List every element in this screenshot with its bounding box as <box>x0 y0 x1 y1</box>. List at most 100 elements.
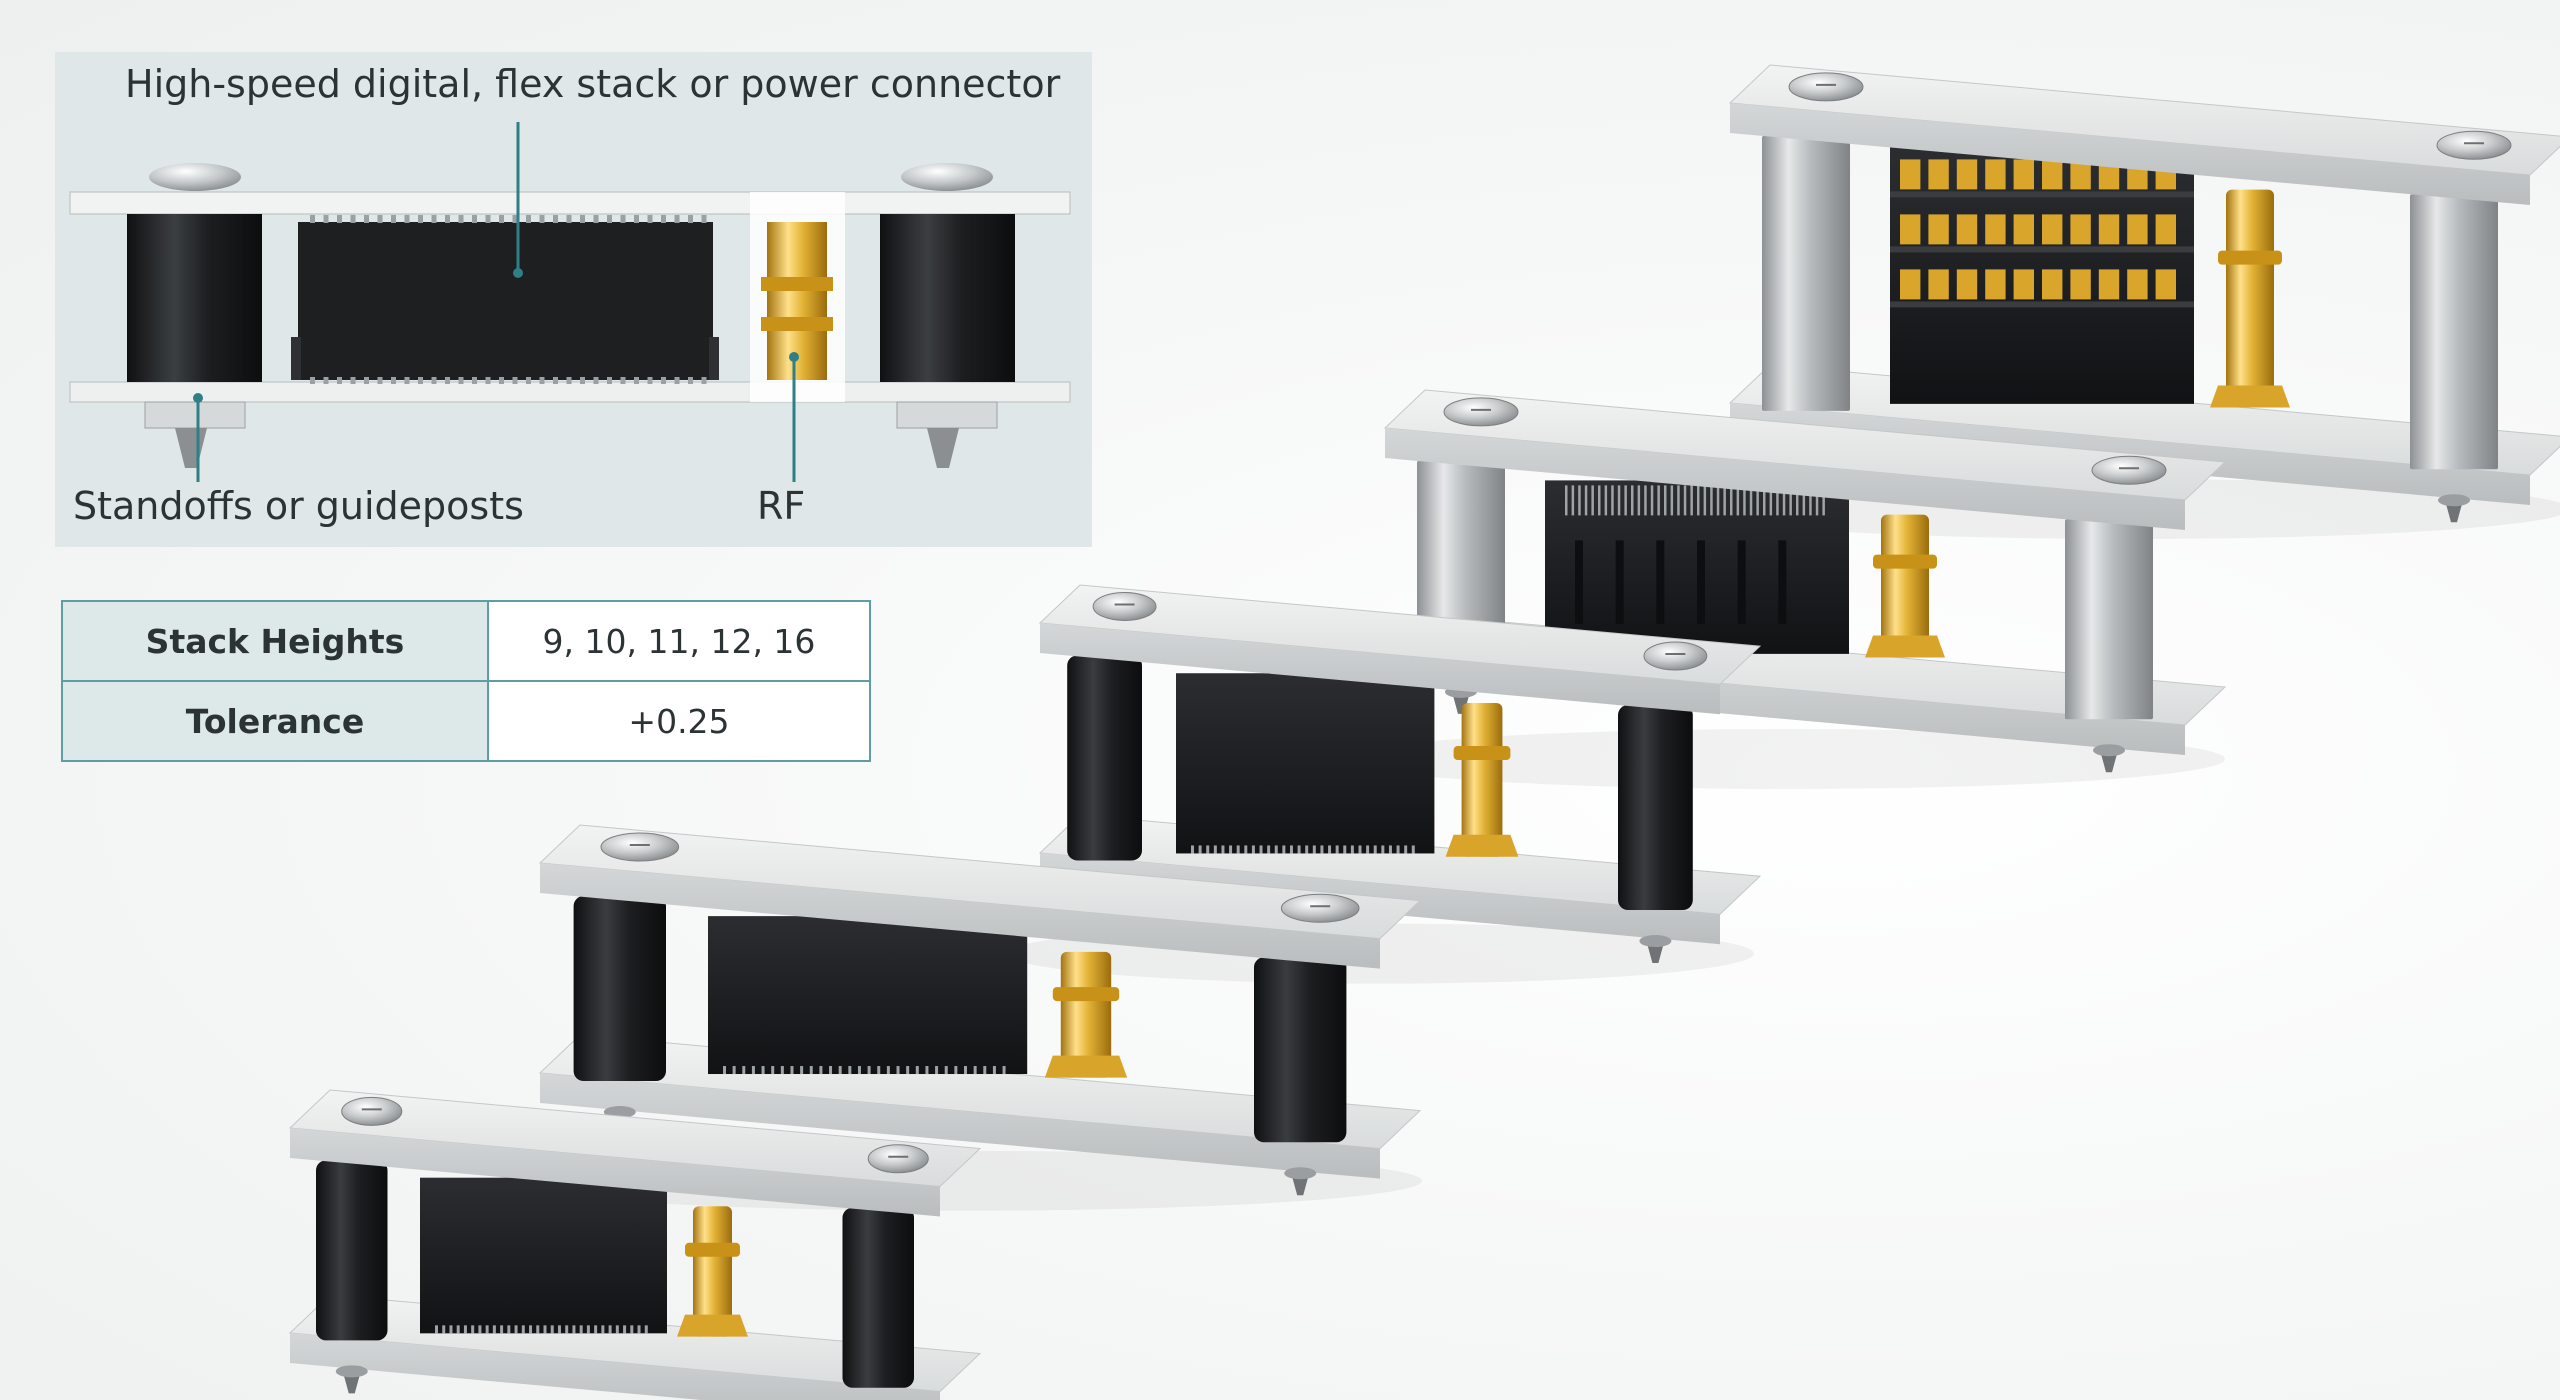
left-standoff <box>127 214 262 382</box>
pin <box>637 1325 641 1334</box>
pin <box>644 1325 648 1334</box>
pin <box>1956 214 1978 245</box>
pin <box>838 1066 842 1075</box>
pin <box>1328 845 1332 854</box>
pin <box>1716 485 1720 516</box>
pin <box>1769 485 1773 516</box>
pin <box>1928 269 1949 300</box>
pin <box>1928 159 1949 190</box>
leader-dot-icon <box>789 352 799 362</box>
pin <box>1776 485 1779 516</box>
pin <box>507 1325 511 1334</box>
pin <box>732 1066 736 1075</box>
screw-head-icon <box>341 1096 403 1126</box>
pin <box>1743 485 1746 516</box>
pin <box>1297 845 1301 854</box>
pin <box>1259 845 1263 854</box>
pin <box>2013 159 2034 190</box>
top-board-edge <box>540 863 1380 969</box>
screw-head-icon <box>1643 641 1708 671</box>
standoff <box>316 1160 388 1341</box>
pin <box>1565 485 1568 516</box>
rf-base <box>2210 385 2290 408</box>
pin <box>1956 159 1978 190</box>
pin <box>2098 269 2120 300</box>
pin <box>1274 845 1278 854</box>
pin <box>2042 269 2063 300</box>
pin <box>456 1325 460 1334</box>
pin <box>1335 845 1339 854</box>
pin <box>2155 214 2176 245</box>
pin <box>1677 485 1680 516</box>
pin <box>848 1066 852 1075</box>
standoffs-callout: Standoffs or guideposts <box>73 484 524 528</box>
pin <box>2127 214 2148 245</box>
pin <box>478 1325 482 1334</box>
table-row: Tolerance +0.25 <box>61 680 871 762</box>
connector <box>708 916 1028 1075</box>
rf-connector <box>1881 514 1929 658</box>
assembly-16mm <box>1690 64 2560 539</box>
pin <box>1789 485 1792 516</box>
screw-head-icon <box>600 832 680 862</box>
right-screw-head-icon <box>901 163 993 191</box>
pin <box>615 1325 619 1334</box>
pin <box>925 1066 929 1075</box>
pin <box>1782 485 1786 516</box>
standoff <box>1254 957 1347 1143</box>
tolerance-value: +0.25 <box>487 680 871 762</box>
bottom-board <box>69 381 1071 403</box>
pin <box>1928 214 1949 245</box>
pin <box>1411 845 1415 854</box>
pin <box>1900 269 1921 300</box>
rib <box>1575 540 1583 624</box>
pin <box>1611 485 1614 516</box>
pin <box>1404 845 1408 854</box>
pin <box>1900 214 1921 245</box>
rf-callout: RF <box>757 484 806 528</box>
pin <box>1206 845 1210 854</box>
stack-heights-label: Stack Heights <box>61 600 489 682</box>
pin <box>1802 485 1806 516</box>
pin <box>2042 214 2063 245</box>
standoff <box>842 1207 914 1388</box>
right-nut <box>896 401 998 429</box>
pin <box>601 1325 605 1334</box>
pin <box>1670 485 1674 516</box>
shadow <box>1345 729 2225 789</box>
pin <box>992 1066 996 1075</box>
washer <box>2093 744 2125 757</box>
connector <box>1176 673 1435 854</box>
rf-connector <box>693 1206 732 1337</box>
bottom-board-edge <box>290 1333 940 1400</box>
pin <box>1624 485 1627 516</box>
pin <box>1683 485 1687 516</box>
standoff <box>2410 194 2498 470</box>
standoff <box>1067 655 1142 861</box>
pin <box>829 1066 833 1075</box>
pin <box>1591 485 1594 516</box>
connector-callout: High-speed digital, flex stack or power … <box>125 62 1061 106</box>
pin <box>1289 845 1293 854</box>
pin <box>1900 159 1921 190</box>
pin <box>1815 485 1819 516</box>
pin <box>521 1325 525 1334</box>
screw-head-icon <box>867 1144 929 1174</box>
table-row: Stack Heights 9, 10, 11, 12, 16 <box>61 600 871 682</box>
pin <box>572 1325 576 1334</box>
pin <box>623 1325 627 1334</box>
pin <box>586 1325 590 1334</box>
assembly-9mm <box>288 1089 982 1400</box>
pin <box>435 1325 438 1334</box>
pin <box>557 1325 561 1334</box>
top-board-top-face <box>1383 389 2227 501</box>
standoff <box>573 896 666 1082</box>
pin <box>1697 485 1700 516</box>
pin <box>1604 485 1608 516</box>
rf-connector <box>2226 189 2274 408</box>
pin <box>964 1066 967 1075</box>
pin <box>1723 485 1726 516</box>
pin <box>1703 485 1707 516</box>
screw-head-icon <box>1443 397 1519 427</box>
pin <box>944 1066 948 1075</box>
